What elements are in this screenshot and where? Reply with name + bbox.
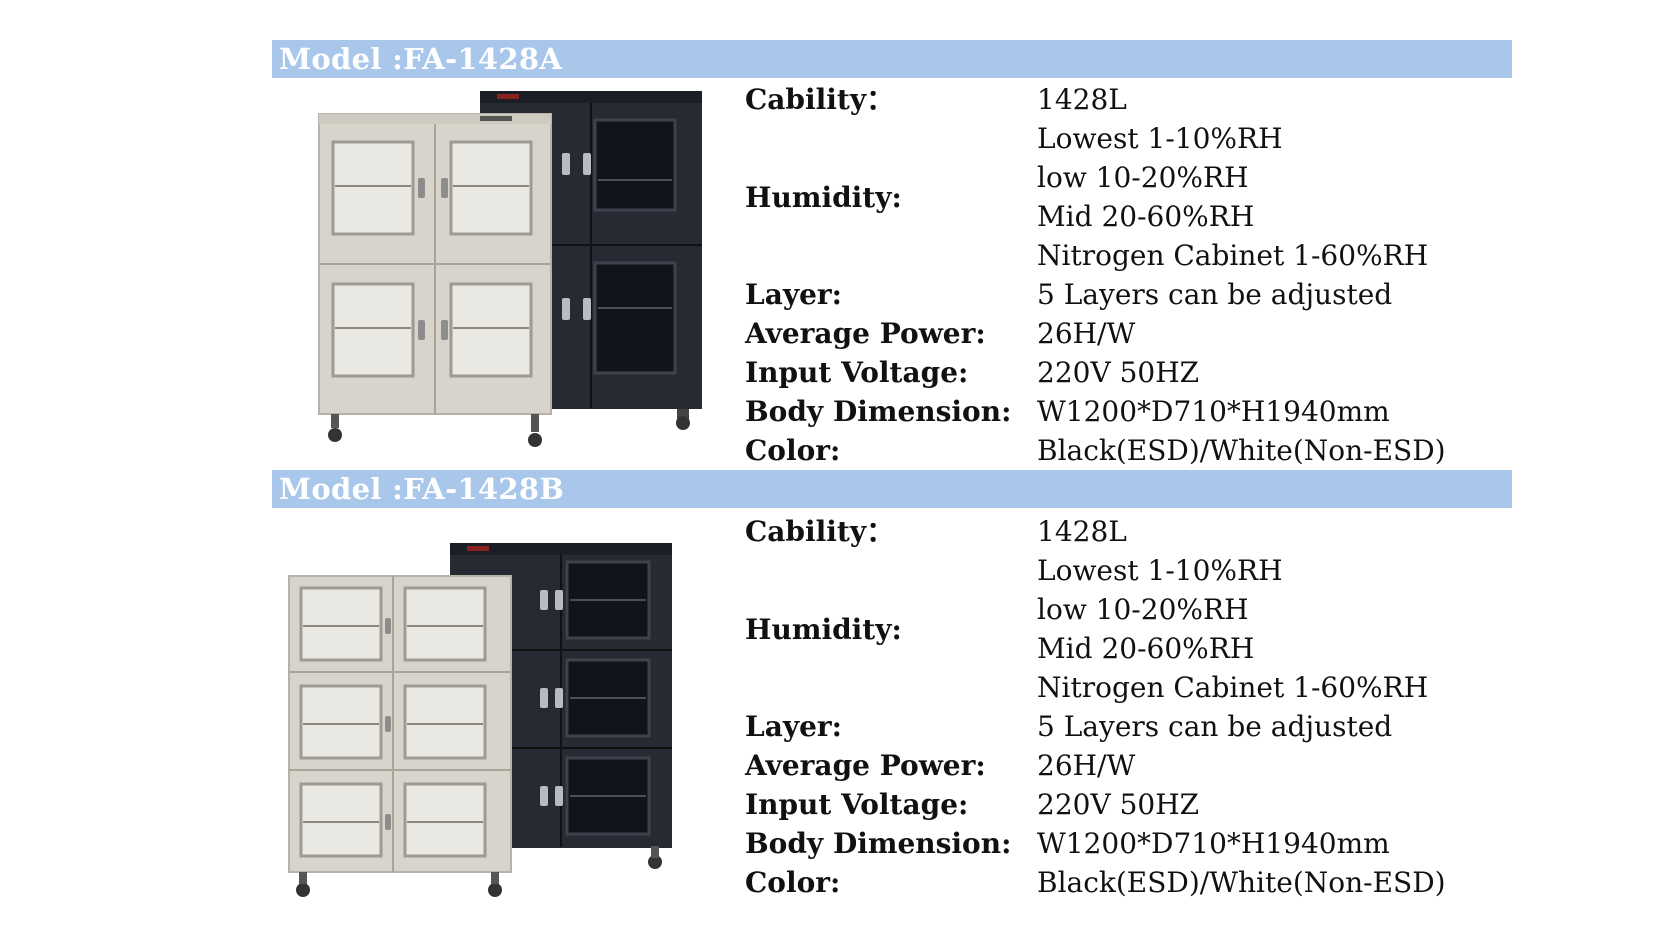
voltage-label: Input Voltage: (745, 788, 969, 821)
power-label: Average Power: (745, 317, 986, 350)
dimension-value: W1200*D710*H1940mm (1037, 827, 1390, 860)
humidity-value: Mid 20-60%RH (1037, 632, 1255, 665)
humidity-value: Mid 20-60%RH (1037, 200, 1255, 233)
humidity-label: Humidity: (745, 181, 902, 214)
white-cabinet-b (288, 575, 512, 897)
capacity-label: Cability： (745, 515, 895, 548)
model-b-title: Model :FA-1428B (279, 472, 565, 506)
layer-value: 5 Layers can be adjusted (1037, 278, 1393, 311)
capacity-value: 1428L (1037, 515, 1127, 548)
model-a-header-band: Model :FA-1428A (272, 40, 1512, 78)
layer-value: 5 Layers can be adjusted (1037, 710, 1393, 743)
voltage-value: 220V 50HZ (1037, 788, 1200, 821)
humidity-value: Lowest 1-10%RH (1037, 554, 1283, 587)
color-label: Color: (745, 434, 841, 467)
dimension-label: Body Dimension: (745, 395, 1012, 428)
color-value: Black(ESD)/White(Non-ESD) (1037, 434, 1446, 467)
color-label: Color: (745, 866, 841, 899)
capacity-value: 1428L (1037, 83, 1127, 116)
power-value: 26H/W (1037, 749, 1136, 782)
model-b-header-band: Model :FA-1428B (272, 470, 1512, 508)
dimension-value: W1200*D710*H1940mm (1037, 395, 1390, 428)
humidity-value: low 10-20%RH (1037, 161, 1249, 194)
humidity-label: Humidity: (745, 613, 902, 646)
humidity-value: Lowest 1-10%RH (1037, 122, 1283, 155)
humidity-value: Nitrogen Cabinet 1-60%RH (1037, 239, 1429, 272)
dimension-label: Body Dimension: (745, 827, 1012, 860)
product-a-photo (315, 88, 715, 453)
humidity-value: low 10-20%RH (1037, 593, 1249, 626)
layer-label: Layer: (745, 278, 843, 311)
power-value: 26H/W (1037, 317, 1136, 350)
capacity-label: Cability： (745, 83, 895, 116)
product-b-photo (285, 540, 685, 900)
power-label: Average Power: (745, 749, 986, 782)
white-cabinet-a (318, 113, 552, 447)
layer-label: Layer: (745, 710, 843, 743)
color-value: Black(ESD)/White(Non-ESD) (1037, 866, 1446, 899)
humidity-value: Nitrogen Cabinet 1-60%RH (1037, 671, 1429, 704)
voltage-value: 220V 50HZ (1037, 356, 1200, 389)
model-a-title: Model :FA-1428A (279, 42, 563, 76)
voltage-label: Input Voltage: (745, 356, 969, 389)
